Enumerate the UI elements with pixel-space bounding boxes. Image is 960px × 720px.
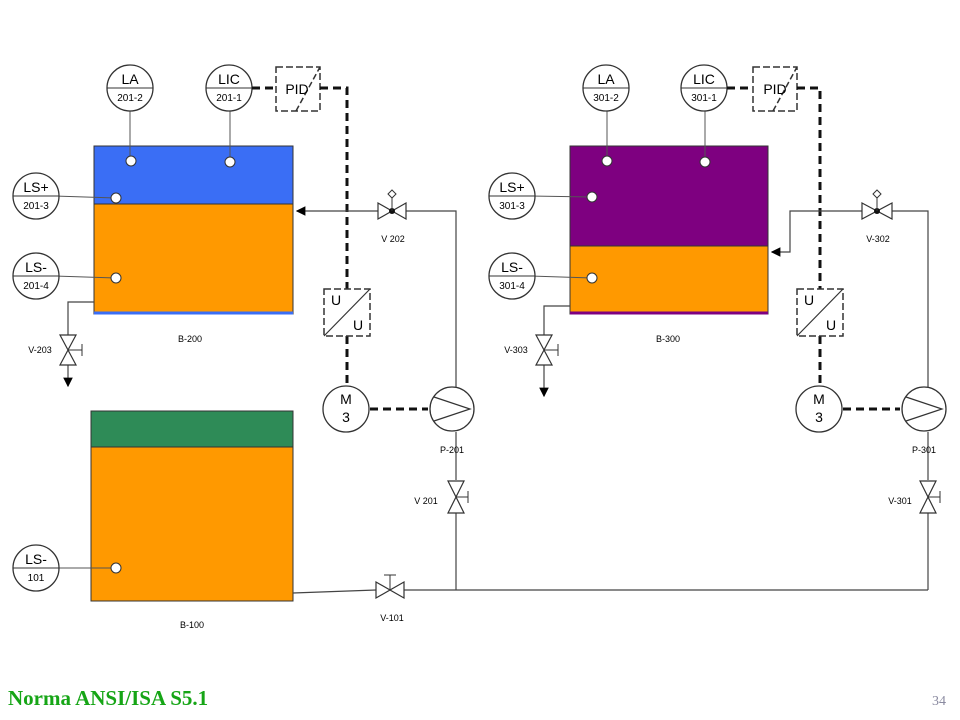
tank-b300-upper (570, 146, 768, 246)
motor-left[interactable]: M 3 (322, 385, 370, 433)
valve-v302[interactable]: V-302 (861, 189, 893, 244)
instrument-number: 201-4 (23, 281, 49, 292)
motor-phases: 3 (342, 409, 350, 425)
instrument-number: 201-2 (117, 93, 143, 104)
converter-output: U (826, 317, 836, 333)
valve-label: V-101 (380, 613, 404, 623)
instrument-number: 201-1 (216, 93, 242, 104)
instrument-ls-301-4[interactable]: LS- 301-4 (488, 252, 536, 300)
converter-input: U (331, 292, 341, 308)
motor-symbol: M (340, 391, 352, 407)
instrument-number: 301-2 (593, 93, 619, 104)
instrument-tag: LIC (693, 71, 715, 87)
converter-output: U (353, 317, 363, 333)
tank-b200-label: B-200 (178, 334, 202, 344)
instrument-tag: LS- (501, 259, 523, 275)
valve-label: V-203 (28, 345, 52, 355)
sensor-lic-301 (699, 156, 711, 168)
sensor-la-301 (601, 155, 613, 167)
converter-input: U (804, 292, 814, 308)
converter-u-left[interactable]: U U (323, 288, 371, 337)
instrument-number: 301-4 (499, 281, 525, 292)
tank-b300-fluid (570, 246, 768, 312)
tank-b200-upper (94, 146, 293, 204)
valve-label: V 201 (414, 496, 438, 506)
instrument-number: 101 (28, 573, 45, 584)
page-number: 34 (932, 694, 946, 709)
instrument-number: 301-3 (499, 201, 525, 212)
valve-label: V 202 (381, 234, 405, 244)
instrument-ls-301-3[interactable]: LS+ 301-3 (488, 172, 536, 220)
tank-b200: B-200 (93, 145, 294, 344)
sensor-ls-301-3 (586, 191, 598, 203)
tank-b200-fluid (94, 204, 293, 312)
instrument-lic-301-1[interactable]: LIC 301-1 (680, 64, 728, 112)
instrument-la-201-2[interactable]: LA 201-2 (106, 64, 154, 112)
instrument-tag: LS- (25, 259, 47, 275)
valve-label: V-303 (504, 345, 528, 355)
valve-v203[interactable]: V-203 (28, 334, 83, 366)
tank-b100-fluid (91, 447, 293, 601)
motor-symbol: M (813, 391, 825, 407)
valve-v301[interactable]: V-301 (888, 480, 941, 514)
instrument-lic-201-1[interactable]: LIC 201-1 (205, 64, 253, 112)
valve-label: V-301 (888, 496, 912, 506)
instrument-number: 201-3 (23, 201, 49, 212)
pump-p201[interactable]: P-201 (429, 386, 475, 455)
instrument-ls-201-4[interactable]: LS- 201-4 (12, 252, 60, 300)
sensor-la-201 (125, 155, 137, 167)
process-piping (63, 206, 929, 594)
pid-block-301[interactable]: PID (752, 66, 798, 112)
sensor-ls-101 (110, 562, 122, 574)
valve-v201[interactable]: V 201 (414, 480, 469, 514)
footer-title: Norma ANSI/ISA S5.1 (8, 686, 209, 710)
sensor-lic-201 (224, 156, 236, 168)
pid-label: PID (763, 81, 786, 97)
pump-p301[interactable]: P-301 (901, 386, 947, 455)
instrument-ls-201-3[interactable]: LS+ 201-3 (12, 172, 60, 220)
tank-b300: B-300 (569, 145, 769, 344)
motor-right[interactable]: M 3 (795, 385, 843, 433)
pid-label: PID (285, 81, 308, 97)
tank-b300-label: B-300 (656, 334, 680, 344)
motor-phases: 3 (815, 409, 823, 425)
pid-block-201[interactable]: PID (275, 66, 321, 112)
signal-lines (252, 86, 900, 411)
tank-b100-label: B-100 (180, 620, 204, 630)
instrument-ls-101[interactable]: LS- 101 (12, 544, 60, 592)
instrument-tag: LA (597, 71, 615, 87)
valve-v202[interactable]: V 202 (377, 189, 407, 244)
instrument-tag: LS+ (23, 179, 48, 195)
instrument-tag: LA (121, 71, 139, 87)
instrument-tag: LIC (218, 71, 240, 87)
sensor-ls-201-3 (110, 192, 122, 204)
instrument-la-301-2[interactable]: LA 301-2 (582, 64, 630, 112)
instrument-tag: LS- (25, 551, 47, 567)
pump-label: P-201 (440, 445, 464, 455)
converter-u-right[interactable]: U U (796, 288, 844, 337)
sensor-ls-201-4 (110, 272, 122, 284)
tank-b100-upper (91, 411, 293, 447)
sensor-ls-301-4 (586, 272, 598, 284)
pump-label: P-301 (912, 445, 936, 455)
instrument-tag: LS+ (499, 179, 524, 195)
tank-b100: B-100 (90, 410, 294, 630)
instrument-number: 301-1 (691, 93, 717, 104)
valve-v303[interactable]: V-303 (504, 334, 559, 366)
valve-v101[interactable]: V-101 (375, 574, 405, 623)
valve-label: V-302 (866, 234, 890, 244)
